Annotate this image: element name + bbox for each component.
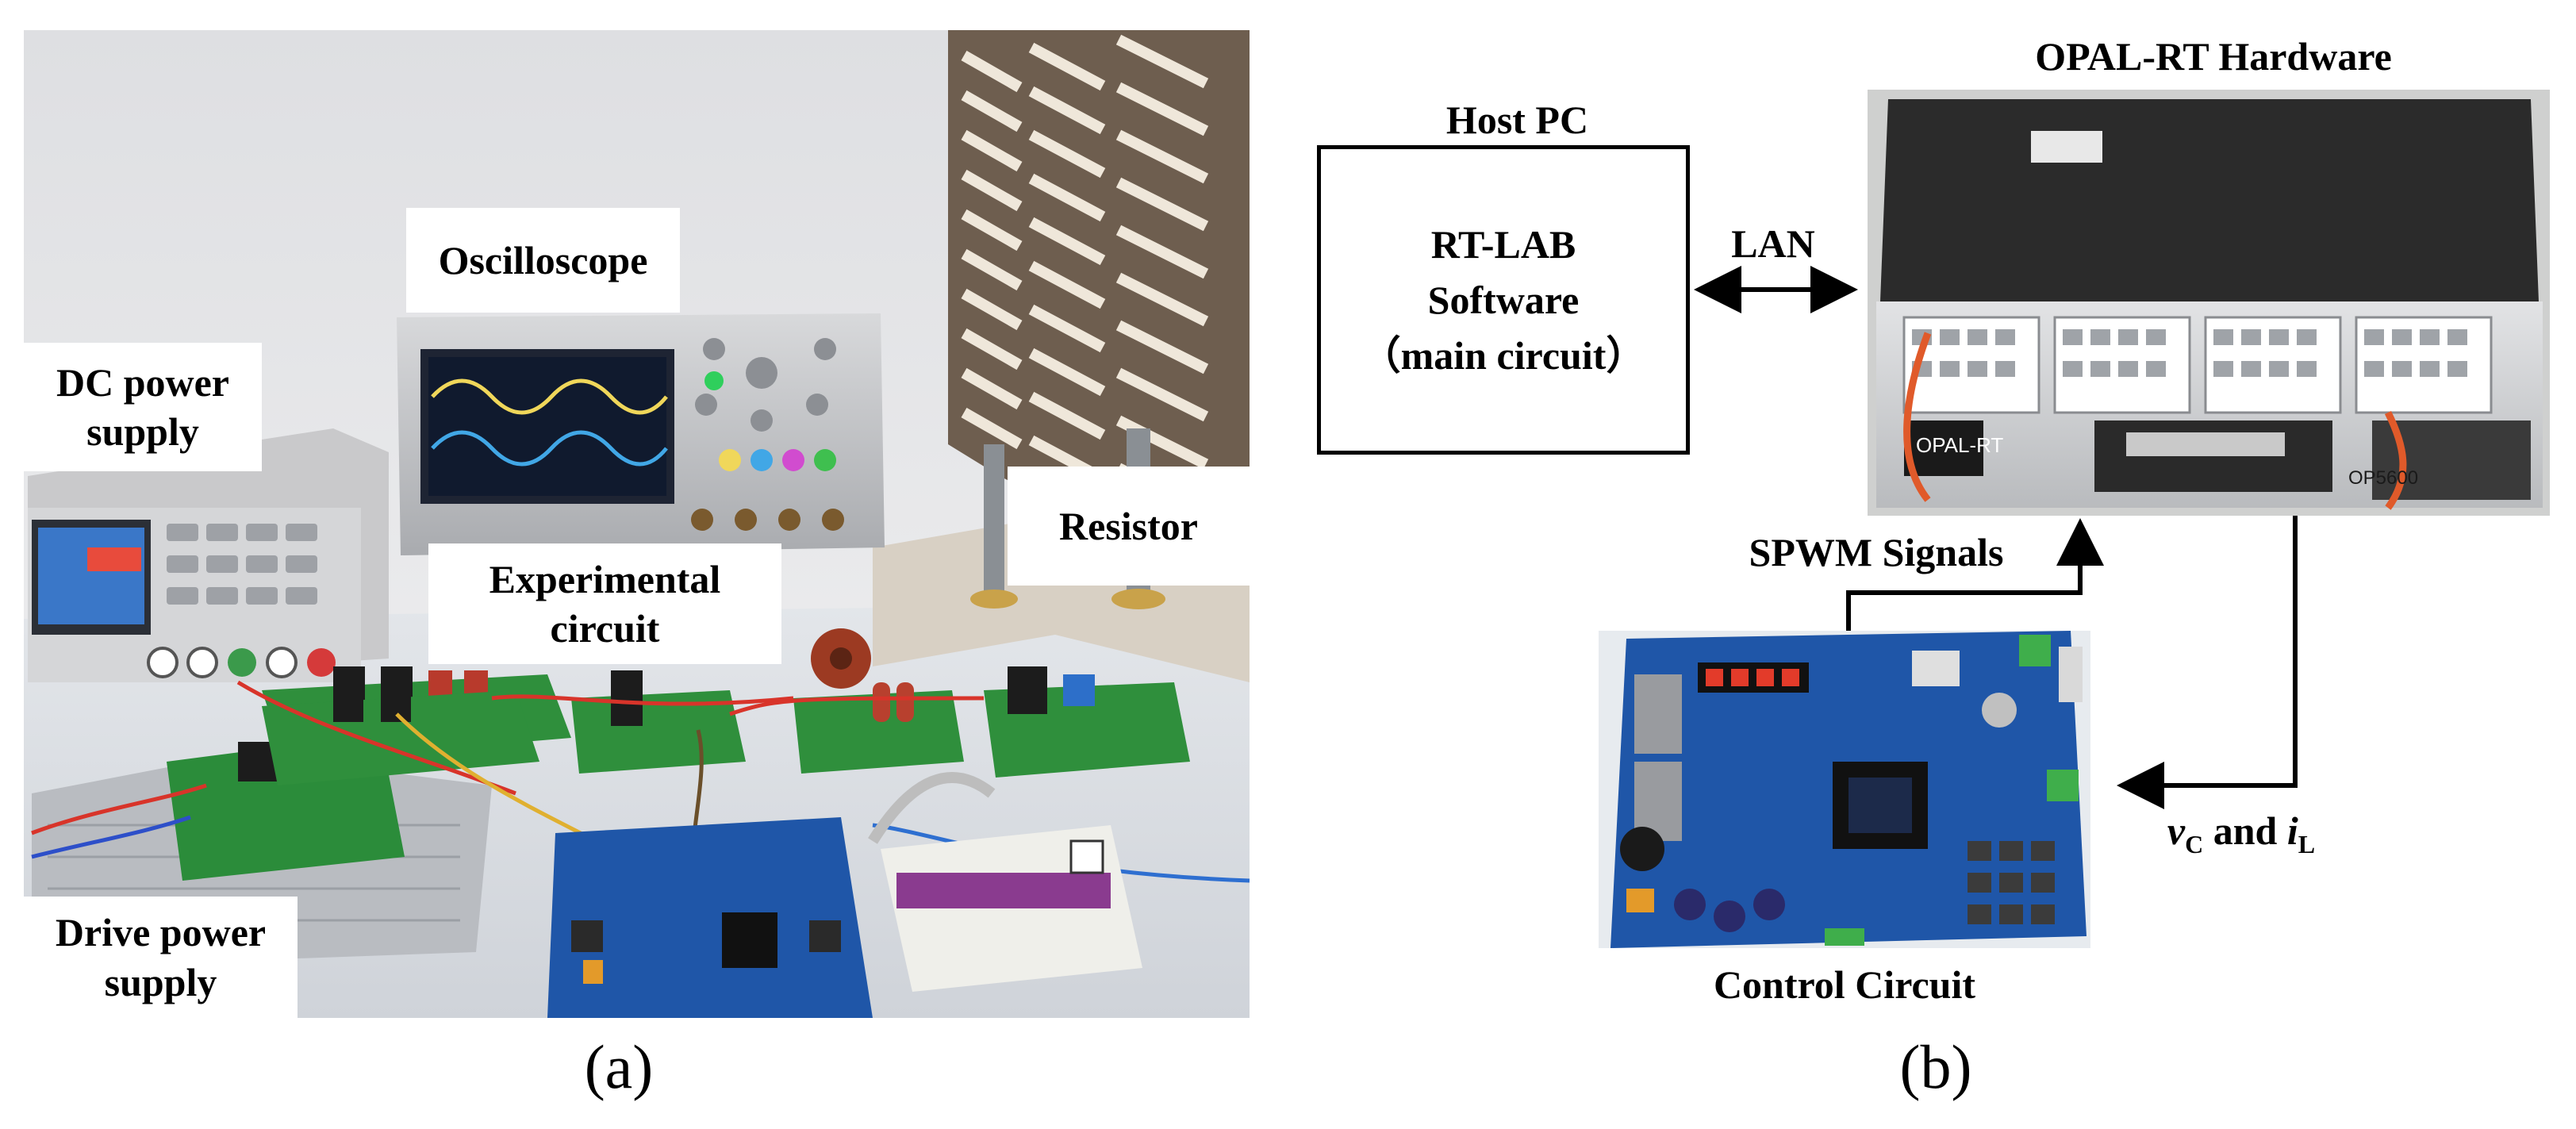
dc-power-supply-label: DC power supply — [24, 343, 262, 471]
experimental-circuit-label: Experimental circuit — [428, 543, 781, 664]
host-pc-title: Host PC — [1445, 98, 1589, 142]
lan-label: LAN — [1731, 221, 1815, 266]
host-box-line3: （main circuit） — [1361, 333, 1646, 378]
host-box-line2: Software — [1427, 278, 1580, 322]
panel-b-caption: (b) — [1899, 1032, 1972, 1101]
spwm-arrow — [1846, 518, 2104, 631]
opal-model-plate: OP5600 — [2348, 467, 2418, 489]
opal-brand-plate: OPAL-RT — [1916, 433, 2003, 457]
vc-il-arrow — [2117, 516, 2298, 809]
oscilloscope-device — [397, 313, 885, 555]
host-box-line1: RT-LAB — [1430, 222, 1576, 267]
vc-il-label: vC and iL — [2167, 808, 2316, 858]
opal-rt-title: OPAL-RT Hardware — [2035, 34, 2392, 79]
dc-power-supply — [28, 428, 389, 682]
panel-a-caption: (a) — [584, 1032, 654, 1101]
resistor-label: Resistor — [1008, 467, 1250, 586]
spwm-signals-label: SPWM Signals — [1749, 530, 2004, 574]
drive-power-supply-label: Drive power supply — [24, 897, 298, 1018]
control-circuit-photo — [1599, 631, 2090, 948]
host-pc-box: RT-LAB Software （main circuit） — [1317, 145, 1690, 455]
control-circuit-label: Control Circuit — [1713, 962, 1976, 1007]
dsp-board-and-emulator — [547, 772, 1142, 1018]
oscilloscope-label: Oscilloscope — [406, 208, 680, 313]
opal-rt-hardware-photo: OPAL-RT OP5600 — [1868, 90, 2550, 516]
